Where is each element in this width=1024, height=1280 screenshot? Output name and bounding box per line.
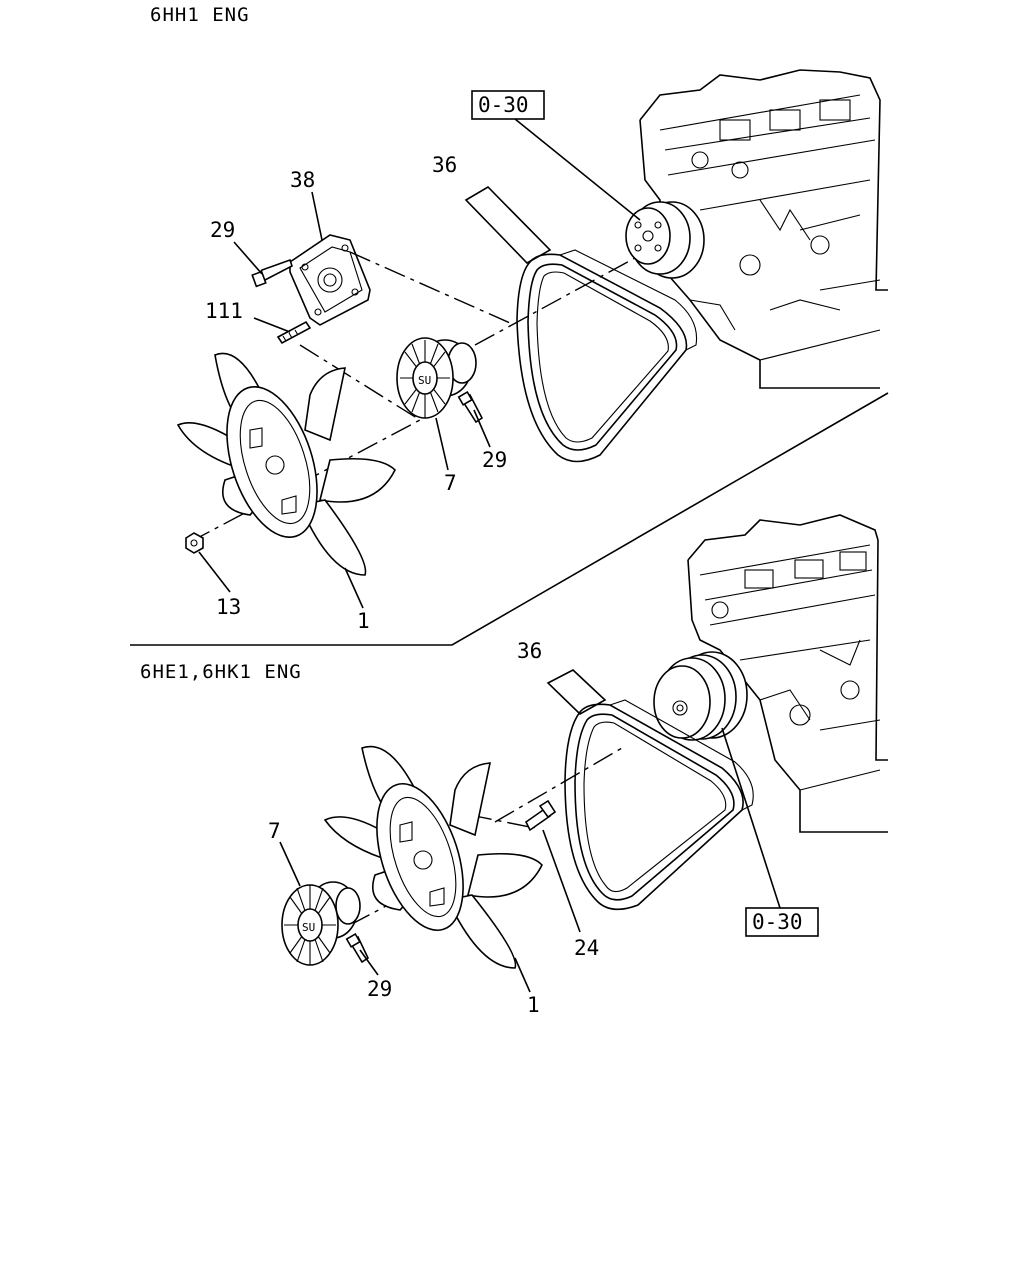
v-belt-top	[516, 249, 698, 463]
callout-top-bracket: 38	[290, 168, 315, 192]
leader-bottom-clutch-bolt	[359, 949, 379, 976]
leader-bottom-fan	[514, 957, 531, 993]
leader-top-fan	[344, 567, 364, 609]
fan-bracket	[289, 234, 371, 326]
ref-box-top-label: 0-30	[478, 93, 529, 117]
svg-text:SU: SU	[302, 921, 315, 934]
leader-ref-bottom	[721, 727, 781, 909]
pulley-bolt	[524, 799, 557, 832]
callout-bottom-clutch-bolt: 29	[367, 977, 392, 1001]
align-line-bottom-2	[469, 814, 536, 829]
cooling-fan-bottom	[323, 745, 543, 969]
leader-top-belt	[464, 185, 552, 265]
callout-top-bracket-bolt: 29	[210, 218, 235, 242]
leader-bottom-clutch	[279, 841, 301, 887]
leader-top-clutch-bolt	[473, 409, 491, 448]
leader-top-nut	[198, 551, 231, 593]
engine-block-top	[639, 69, 888, 389]
callout-bottom-clutch: 7	[268, 819, 281, 843]
align-line-top-2	[474, 257, 636, 346]
callout-bottom-belt: 36	[517, 639, 542, 663]
align-line-bottom-1	[494, 747, 623, 823]
engine-block-bottom	[687, 514, 888, 833]
section-title-bottom: 6HE1,6HK1 ENG	[140, 661, 302, 683]
leader-bottom-belt	[546, 669, 607, 715]
leader-top-bracket-bolt	[233, 241, 263, 275]
section-title-top: 6HH1 ENG	[150, 4, 250, 26]
callout-top-fan: 1	[357, 609, 370, 633]
leader-bottom-pulley-bolt	[542, 829, 581, 933]
nut	[185, 532, 204, 554]
callout-top-clutch: 7	[444, 471, 457, 495]
callout-top-belt: 36	[432, 153, 457, 177]
callout-bottom-fan: 1	[527, 993, 540, 1017]
svg-text:SU: SU	[418, 374, 431, 387]
stud	[276, 320, 312, 345]
leader-top-stud	[253, 317, 291, 333]
callout-top-nut: 13	[216, 595, 241, 619]
crank-pulley-top	[625, 201, 705, 279]
ref-box-bottom-label: 0-30	[752, 910, 803, 934]
cooling-fan-top	[176, 352, 396, 576]
crank-pulley-bottom	[653, 651, 748, 741]
ref-box-bottom	[745, 907, 819, 937]
align-line-top-3	[299, 344, 421, 421]
align-line-top-1	[349, 251, 511, 324]
callout-bottom-pulley-bolt: 24	[574, 936, 599, 960]
fan-clutch-bottom: SU	[281, 881, 361, 966]
clutch-bolt-top	[457, 390, 484, 424]
section-divider	[130, 392, 889, 646]
callout-top-clutch-bolt: 29	[482, 448, 507, 472]
leader-top-bracket	[311, 191, 323, 241]
leader-top-clutch	[435, 417, 449, 471]
leader-ref-top	[514, 118, 641, 221]
ref-box-top	[471, 90, 545, 120]
callout-top-stud: 111	[205, 299, 243, 323]
fan-clutch-top: SU	[396, 337, 477, 419]
bracket-bolt	[251, 258, 293, 288]
